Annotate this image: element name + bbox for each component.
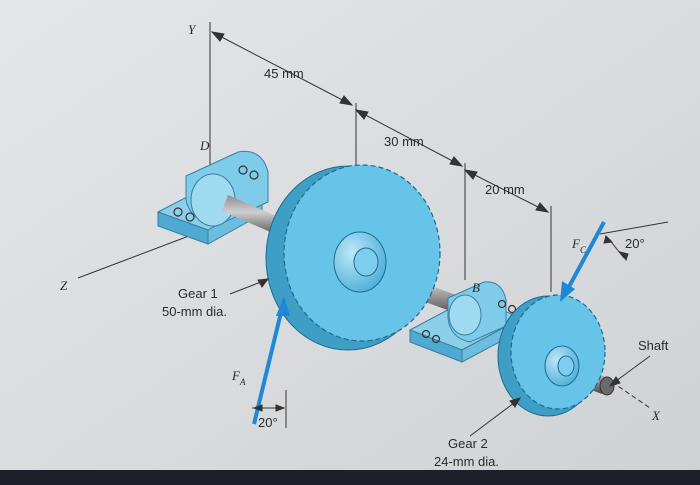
gear-2-label-dia: 24-mm dia.: [434, 454, 499, 469]
dimension-20mm: 20 mm: [485, 182, 525, 197]
gear-2: [497, 294, 606, 417]
z-axis-label: Z: [60, 278, 68, 293]
gear-1: [265, 164, 441, 351]
x-axis-label: X: [651, 408, 661, 423]
gear-1-leader: [229, 278, 270, 295]
angle-fa-marker: [252, 390, 287, 428]
gear-2-leader: [469, 397, 522, 437]
shaft-leader: [608, 355, 651, 387]
y-axis-label: Y: [188, 22, 197, 37]
gear-1-label-dia: 50-mm dia.: [162, 304, 227, 319]
dimension-lines: [210, 31, 552, 292]
force-fc-arrow: [560, 221, 606, 302]
angle-fa-label: 20°: [258, 415, 278, 430]
force-fa-arrow: [252, 296, 290, 425]
bottom-edge: [0, 470, 700, 485]
gear-2-label-name: Gear 2: [448, 436, 488, 451]
force-fa-label: FA: [231, 368, 246, 387]
point-d-label: D: [199, 138, 210, 153]
point-b-label: B: [472, 280, 480, 295]
angle-fc-label: 20°: [625, 236, 645, 251]
dimension-45mm: 45 mm: [264, 66, 304, 81]
dimension-30mm: 30 mm: [384, 134, 424, 149]
gear-1-label-name: Gear 1: [178, 286, 218, 301]
angle-fc-marker: [599, 221, 669, 262]
force-fc-label: FC: [571, 236, 587, 255]
shaft-label: Shaft: [638, 338, 669, 353]
